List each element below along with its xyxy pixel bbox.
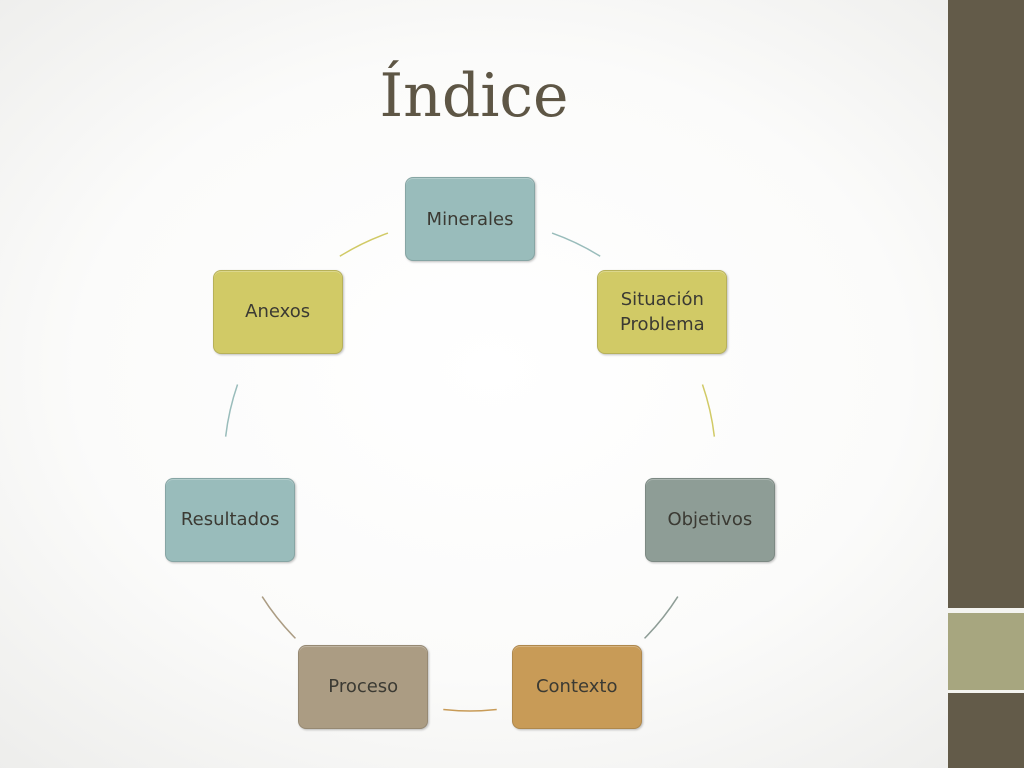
cycle-connector-arc: [443, 708, 497, 712]
cycle-node: Objetivos: [644, 477, 775, 562]
side-panel-accent: [948, 613, 1024, 690]
cycle-node: Situación Problema: [597, 269, 728, 354]
cycle-node-label: Proceso: [328, 676, 399, 698]
cycle-connector-arc: [224, 384, 239, 437]
cycle-node-label: Minerales: [426, 208, 514, 230]
cycle-node: Proceso: [298, 644, 429, 729]
cycle-node: Anexos: [212, 269, 343, 354]
cycle-connector-arc: [701, 384, 716, 437]
cycle-connector-arc: [644, 596, 679, 639]
slide-title: Índice: [379, 61, 569, 131]
side-panel-divider: [948, 608, 1024, 613]
cycle-connector-arc: [339, 232, 389, 257]
cycle-node-label: Contexto: [535, 676, 618, 698]
side-panel-divider: [948, 690, 1024, 693]
cycle-connector-arc: [261, 596, 296, 639]
cycle-node: Resultados: [165, 477, 296, 562]
cycle-node: Contexto: [511, 644, 642, 729]
cycle-connector-ring: [224, 232, 716, 712]
cycle-node-label: Anexos: [245, 301, 311, 323]
cycle-connector-arc: [551, 232, 601, 257]
cycle-node-label: Situación Problema: [620, 288, 705, 335]
cycle-node-label: Resultados: [180, 509, 280, 531]
cycle-node: Minerales: [405, 177, 535, 261]
cycle-node-label: Objetivos: [667, 509, 753, 531]
